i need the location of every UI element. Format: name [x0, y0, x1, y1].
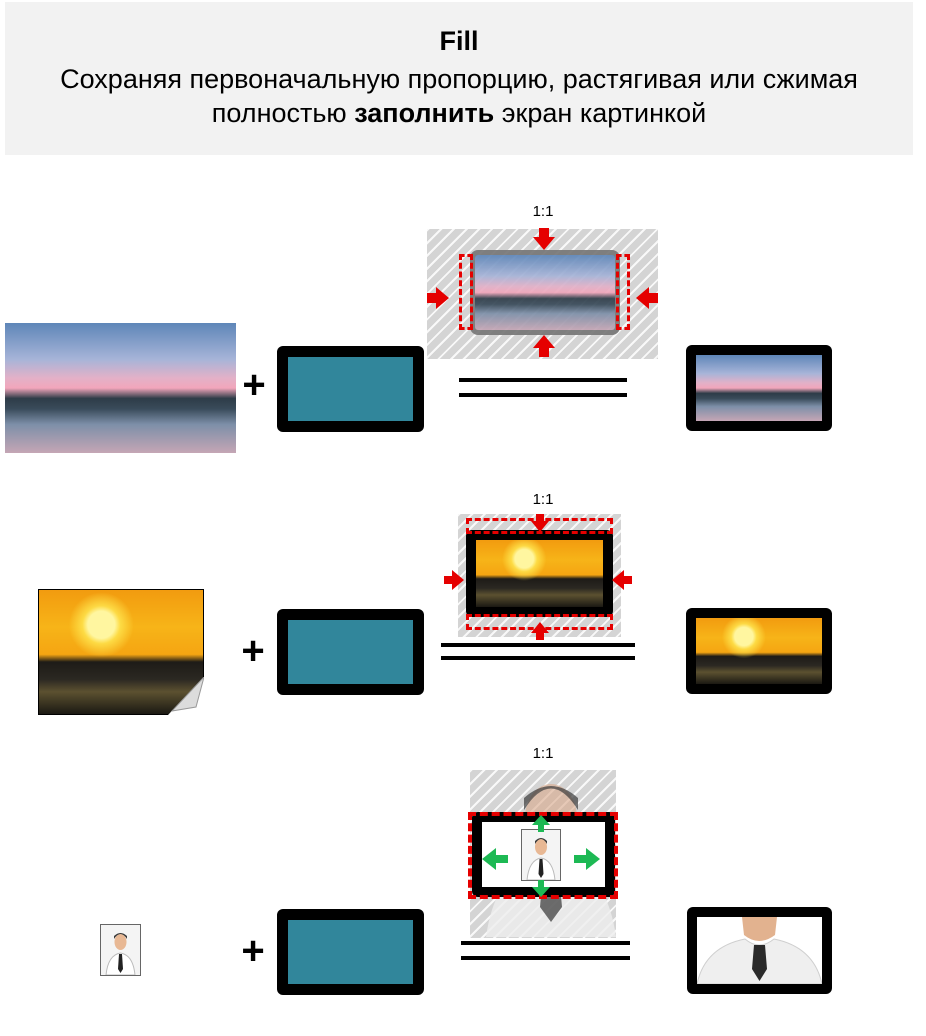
header-title: Fill — [439, 26, 479, 56]
ratio-label: 1:1 — [532, 491, 554, 508]
result-screen — [687, 907, 832, 994]
empty-screen — [277, 346, 424, 432]
header-line2-start: полностью — [211, 98, 355, 128]
fill-region-border — [468, 812, 618, 899]
shrink-arrows-row1 — [427, 228, 658, 357]
equals-line-bottom — [461, 956, 630, 960]
shrink-arrows-row2 — [444, 514, 632, 640]
header-panel: Fill Сохраняя первоначальную пропорцию, … — [5, 2, 913, 155]
header-line1: Сохраняя первоначальную пропорцию, растя… — [60, 64, 858, 94]
empty-screen — [277, 909, 424, 995]
result-screen — [686, 608, 832, 694]
arrow-down — [532, 880, 550, 897]
plus-sign: + — [242, 363, 266, 407]
result-screen — [686, 345, 832, 431]
sunset-source-image — [38, 589, 204, 715]
scaled-sunset-image — [476, 540, 603, 607]
arrow-right — [444, 570, 464, 590]
arrow-down — [531, 514, 549, 532]
result-sunset-image — [696, 618, 822, 684]
ratio-label: 1:1 — [532, 203, 554, 220]
equals-line-top — [441, 643, 635, 647]
ratio-label: 1:1 — [532, 745, 554, 762]
arrow-down — [533, 228, 555, 250]
header-line2-end: экран картинкой — [494, 98, 707, 128]
person-source-image — [100, 924, 141, 976]
arrow-left — [612, 570, 632, 590]
arrow-left — [482, 848, 508, 870]
equals-line-top — [461, 941, 630, 945]
plus-sign: + — [241, 629, 265, 673]
header-line2-bold: заполнить — [354, 98, 495, 128]
crop-region-right — [616, 254, 630, 330]
equals-line-bottom — [441, 656, 635, 660]
arrow-up — [531, 622, 549, 640]
arrow-right — [574, 848, 600, 870]
equals-line-top — [459, 378, 627, 382]
empty-screen — [277, 609, 424, 695]
grow-arrows — [482, 815, 600, 897]
screen-area — [288, 620, 413, 684]
screen-area — [288, 357, 413, 421]
arrow-up — [532, 815, 550, 832]
equals-line-bottom — [459, 393, 627, 397]
result-city-image — [696, 355, 822, 421]
target-screen-frame — [466, 530, 613, 617]
result-person-image — [697, 917, 822, 984]
city-source-image — [5, 323, 236, 453]
crop-region-left — [459, 254, 473, 330]
arrow-left — [636, 287, 658, 309]
screen-area — [288, 920, 413, 984]
arrow-up — [533, 335, 555, 357]
plus-sign: + — [241, 929, 265, 973]
page-curl-icon — [168, 677, 204, 715]
header-line2: полностью заполнить экран картинкой — [5, 98, 913, 129]
arrow-right — [427, 287, 449, 309]
